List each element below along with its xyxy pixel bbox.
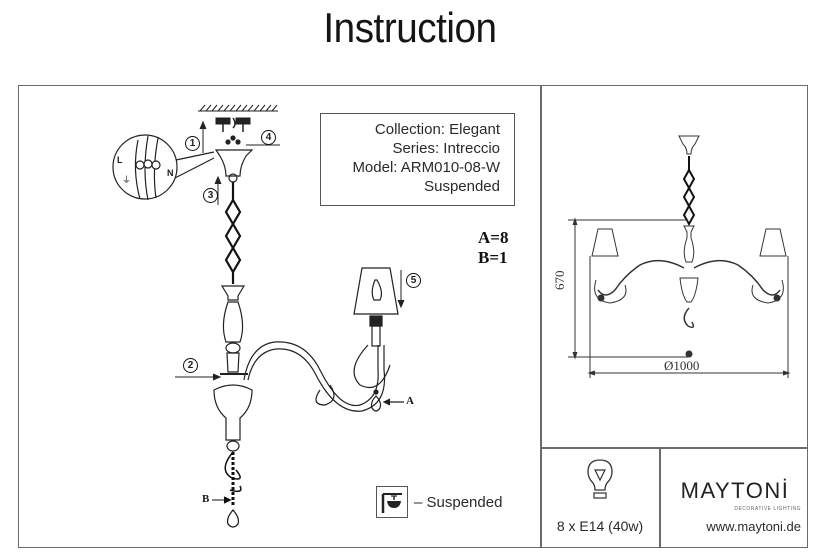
hatch-mark xyxy=(199,104,206,112)
wiring-label-live: L xyxy=(117,155,123,165)
center-column xyxy=(213,285,253,452)
hatch-mark xyxy=(223,104,230,112)
bottom-finial xyxy=(212,451,242,528)
step-1-badge: 1 xyxy=(185,136,200,151)
mounting-bracket xyxy=(215,117,251,132)
brand-logo: MAYTONİ xyxy=(680,478,790,503)
wiring-label-ground: ⏚ xyxy=(122,175,132,185)
hatch-mark xyxy=(259,104,266,112)
hatch-mark xyxy=(265,104,272,112)
brand-website: www.maytoni.de xyxy=(706,519,801,534)
lamp-arm xyxy=(243,341,391,412)
step-4-badge: 4 xyxy=(261,130,276,145)
hatch-mark xyxy=(217,104,224,112)
hatch-mark xyxy=(253,104,260,112)
wiring-detail-circle xyxy=(112,134,215,201)
hatch-mark xyxy=(247,104,254,112)
collection-text: Collection: Elegant xyxy=(374,121,500,138)
part-b-count: B=1 xyxy=(478,248,508,267)
step-5-arrow xyxy=(397,270,405,309)
brand-cell: MAYTONİ DECORATIVE LIGHTING www.maytoni.… xyxy=(661,448,808,548)
bulb-spec-cell: 8 x E14 (40w) xyxy=(541,448,659,548)
dimension-height: 670 xyxy=(552,270,567,291)
suspended-mount-icon xyxy=(376,486,408,518)
suspended-legend: – Suspended xyxy=(376,486,502,518)
hatch-mark xyxy=(229,104,236,112)
part-label-b: B xyxy=(202,493,210,505)
chain xyxy=(224,182,242,284)
model-text: Model: ARM010-08-W xyxy=(352,159,500,176)
crystal-pendant-a xyxy=(370,389,404,412)
bulb-spec-text: 8 x E14 (40w) xyxy=(556,518,644,534)
dimension-drawing xyxy=(568,135,791,378)
hatch-mark xyxy=(205,104,212,112)
step-1-arrow xyxy=(199,120,207,153)
step-2-badge: 2 xyxy=(183,358,198,373)
step-3-badge: 3 xyxy=(203,188,218,203)
instruction-frame xyxy=(18,85,808,548)
parts-count: A=8 B=1 xyxy=(478,228,508,268)
mount-type-text: Suspended xyxy=(424,178,500,195)
product-info-box: Collection: Elegant Series: Intreccio Mo… xyxy=(320,113,515,206)
panel-divider xyxy=(540,85,542,548)
lamp-shade xyxy=(353,267,399,347)
ceiling-hatch xyxy=(198,104,278,112)
series-text: Series: Intreccio xyxy=(392,140,500,157)
page-title: Instruction xyxy=(323,4,497,51)
footer-divider xyxy=(540,447,808,449)
light-bulb-icon xyxy=(587,459,613,499)
suspended-legend-label: – Suspended xyxy=(414,493,503,511)
dimension-diameter: Ø1000 xyxy=(664,358,700,373)
part-a-count: A=8 xyxy=(478,228,509,247)
hatch-mark xyxy=(271,104,278,112)
part-label-a: A xyxy=(406,395,414,407)
footer-cell-divider xyxy=(659,447,661,548)
step-2-arrow xyxy=(175,373,222,381)
step-3-arrow xyxy=(214,175,222,205)
brand-tagline: DECORATIVE LIGHTING xyxy=(734,506,801,512)
hatch-mark xyxy=(241,104,248,112)
ceiling-canopy xyxy=(214,135,254,183)
hatch-mark xyxy=(235,104,242,112)
step-5-badge: 5 xyxy=(406,273,421,288)
hatch-mark xyxy=(211,104,218,112)
wiring-label-neutral: N xyxy=(167,168,174,178)
